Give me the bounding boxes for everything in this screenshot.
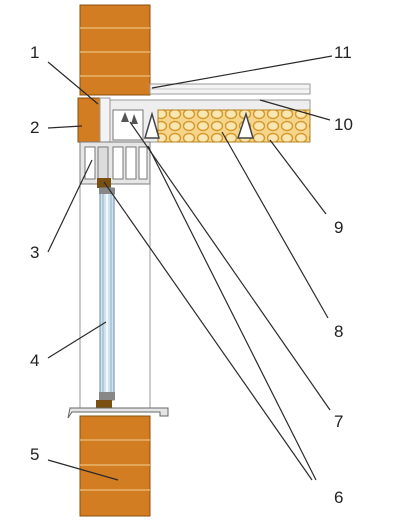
callout-labels: 1 2 3 4 5 6 7 8 9 10 11 [30, 43, 353, 507]
label-3: 3 [30, 243, 39, 262]
label-2: 2 [30, 118, 39, 137]
insulation-layer [144, 109, 311, 143]
label-6: 6 [334, 488, 343, 507]
leader-1 [47, 61, 99, 105]
label-5: 5 [30, 445, 39, 464]
ceiling-slab [149, 83, 311, 95]
leader-4 [47, 321, 107, 359]
leader-lines [47, 55, 333, 481]
leader-8 [221, 131, 329, 319]
leader-7 [129, 121, 331, 411]
upper-brick-wall [79, 4, 151, 96]
lower-brick-wall [79, 415, 151, 517]
leader-6b [147, 145, 317, 481]
window-head-frame [79, 141, 151, 188]
window-sill [67, 400, 169, 419]
glazing-unit [99, 187, 115, 401]
label-7: 7 [334, 412, 343, 431]
interior-reveal [79, 184, 151, 410]
label-8: 8 [334, 322, 343, 341]
label-11: 11 [334, 43, 352, 62]
label-10: 10 [334, 115, 353, 134]
leader-10 [259, 99, 331, 121]
leader-9 [269, 139, 327, 215]
leader-2 [47, 125, 83, 129]
label-9: 9 [334, 218, 343, 237]
label-1: 1 [30, 43, 39, 62]
leader-5 [47, 459, 119, 481]
label-4: 4 [30, 351, 39, 370]
leader-6a [103, 181, 313, 481]
wall-jamb [77, 97, 111, 143]
leader-3 [47, 159, 93, 253]
leader-11 [151, 55, 333, 89]
